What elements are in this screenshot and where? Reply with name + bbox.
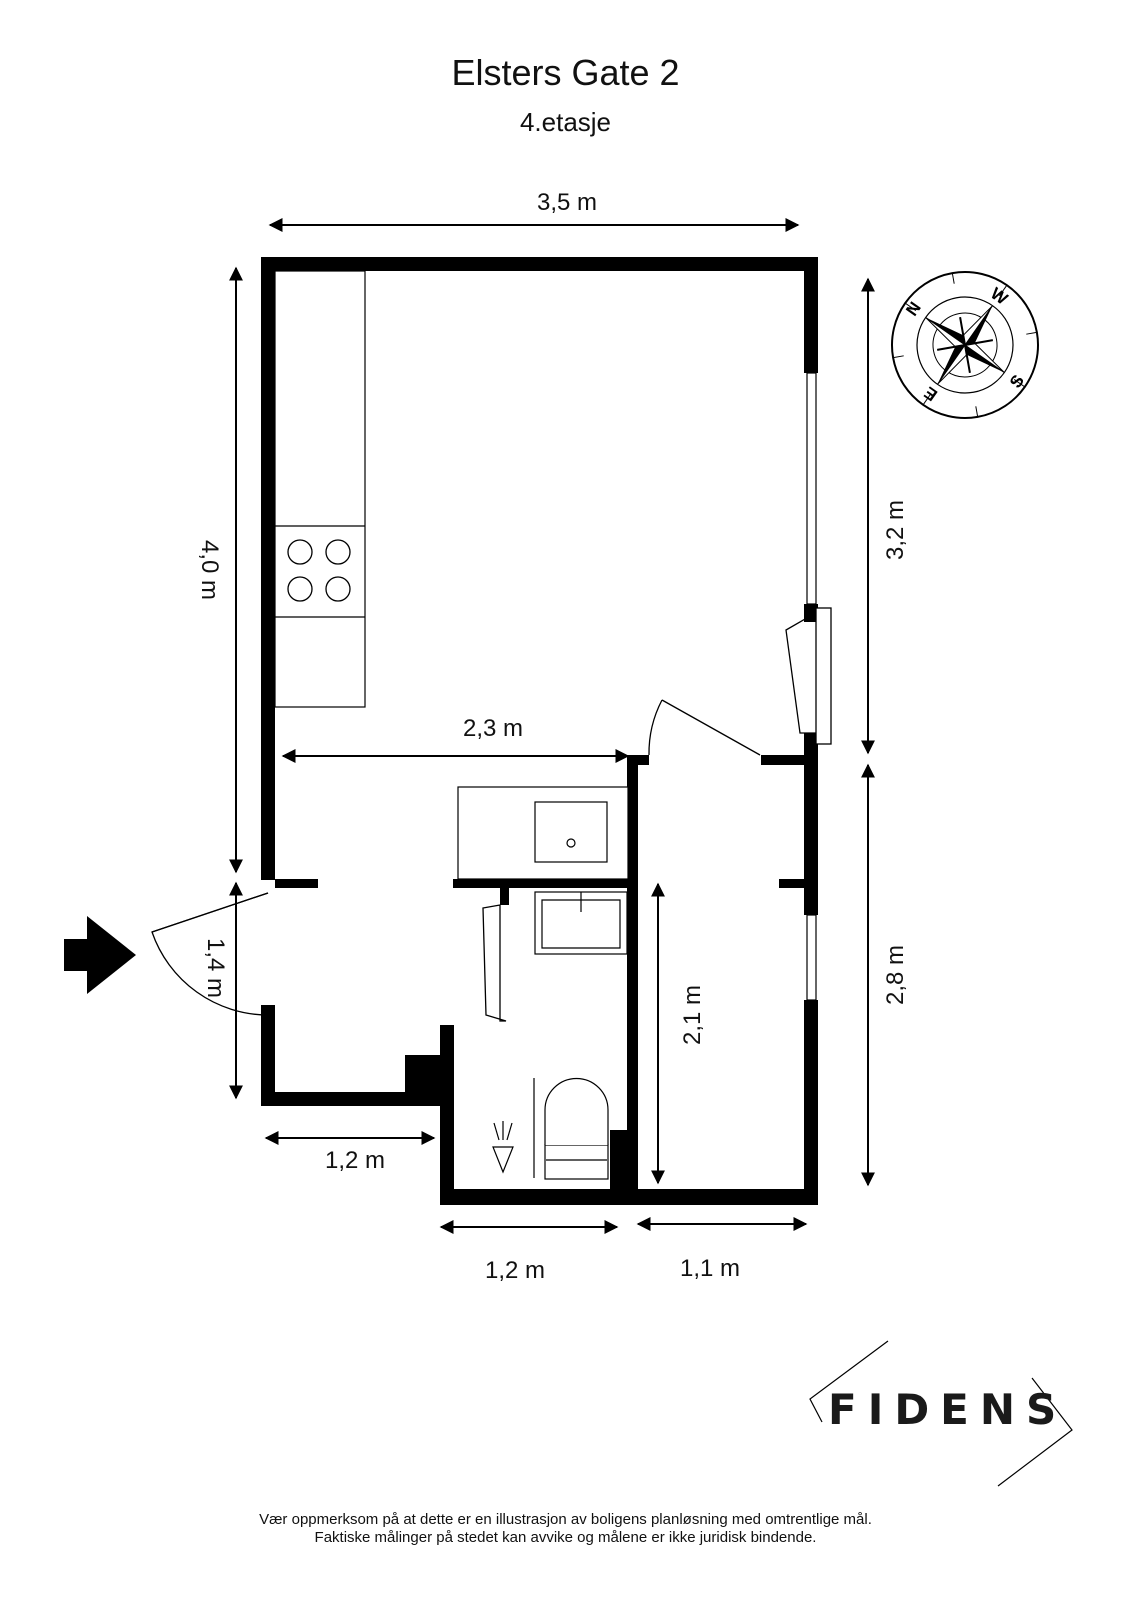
wall-right-top bbox=[804, 257, 818, 373]
bathroom-door bbox=[482, 904, 507, 1022]
wall-step bbox=[405, 1055, 443, 1106]
walls bbox=[261, 257, 818, 1205]
wall-right-bottom bbox=[804, 1000, 818, 1205]
washbasin-bowl bbox=[541, 899, 621, 949]
toilet-tank bbox=[544, 1144, 609, 1180]
fidens-logo: FIDENS bbox=[828, 1385, 1068, 1434]
dim-bottom-left: 1,2 m bbox=[325, 1147, 385, 1174]
wall-bath-top bbox=[453, 879, 631, 888]
kitchen-counter bbox=[274, 270, 366, 708]
kitchen-door bbox=[648, 699, 663, 756]
dim-right-upper: 3,2 m bbox=[882, 500, 909, 560]
wall-wc-left bbox=[440, 1025, 454, 1205]
disclaimer-line-1: Vær oppmerksom på at dette er en illustr… bbox=[259, 1511, 872, 1528]
dim-right-lower: 2,8 m bbox=[882, 945, 909, 1005]
floor-label: 4.etasje bbox=[519, 107, 612, 137]
sink-counter bbox=[457, 786, 629, 880]
dimension-lines bbox=[229, 218, 875, 1234]
wall-left-upper bbox=[261, 257, 275, 880]
toilet-seat bbox=[544, 1077, 609, 1145]
entrance-arrow-icon bbox=[64, 916, 136, 994]
wall-bath-jamb bbox=[500, 879, 509, 905]
wall-stub-left bbox=[275, 879, 318, 888]
balcony-frame bbox=[815, 607, 832, 745]
plan-title: Elsters Gate 2 bbox=[451, 52, 680, 93]
dim-left-height: 4,0 m bbox=[196, 540, 223, 600]
entrance-door bbox=[151, 892, 269, 1016]
doors bbox=[151, 607, 832, 1022]
dim-entrance: 1,4 m bbox=[202, 938, 229, 998]
wall-bottom bbox=[440, 1189, 818, 1205]
wall-left-lower bbox=[261, 1005, 275, 1106]
drain-icon bbox=[492, 1146, 514, 1174]
bathroom-fixtures bbox=[492, 891, 628, 1180]
disclaimer-line-2: Faktiske målinger på stedet kan avvike o… bbox=[314, 1529, 817, 1546]
logo-frame bbox=[809, 1340, 1073, 1487]
cooktop bbox=[287, 539, 351, 602]
wall-right-mid bbox=[804, 733, 818, 915]
wall-bottom-left bbox=[261, 1092, 443, 1106]
wall-stub-corridor bbox=[779, 879, 806, 888]
wall-stub-right bbox=[761, 755, 805, 765]
balcony-door bbox=[785, 618, 816, 734]
dim-top-width: 3,5 m bbox=[537, 189, 597, 216]
window-hall bbox=[806, 914, 817, 1001]
wall-partition-cap bbox=[627, 755, 649, 765]
window-kitchen bbox=[806, 372, 817, 605]
dim-bottom-mid: 1,2 m bbox=[485, 1257, 545, 1284]
dim-bottom-right: 1,1 m bbox=[680, 1255, 740, 1282]
wall-partition bbox=[627, 755, 638, 1189]
compass-rose-icon: N W S E bbox=[891, 271, 1039, 419]
dim-inner-height: 2,1 m bbox=[679, 985, 706, 1045]
dim-inner-width: 2,3 m bbox=[463, 715, 523, 742]
wall-top bbox=[261, 257, 818, 271]
windows bbox=[806, 372, 817, 1001]
wall-right-jamb1 bbox=[804, 604, 818, 622]
wall-shaft bbox=[610, 1130, 628, 1190]
